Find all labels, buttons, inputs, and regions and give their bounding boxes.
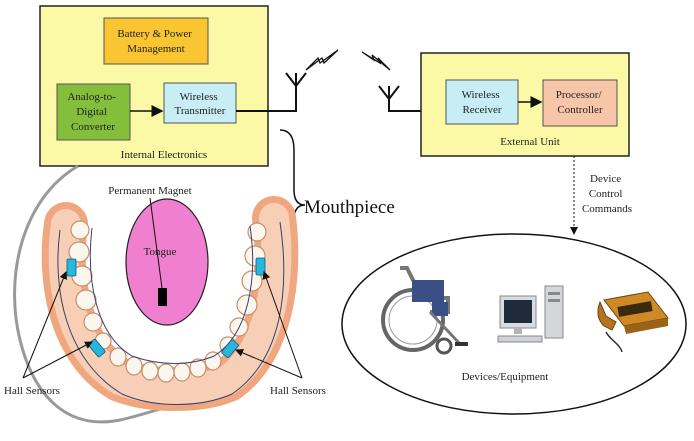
devices-equipment-label: Devices/Equipment: [462, 371, 549, 383]
dental-arch: [41, 196, 299, 411]
adc-box: [56, 83, 131, 141]
hall-right-pointer-lower: [235, 349, 303, 379]
processor-label-line2: Controller: [557, 104, 603, 116]
hall-sensor-markers: [66, 257, 266, 358]
hall-left-pointer-upper: [22, 271, 68, 379]
adc-label-line1: Analog-to-: [67, 91, 116, 103]
computer-icon: [497, 285, 564, 343]
svg-text:Wireless Receiver: Wireless Receiver: [462, 89, 503, 116]
wheelchair-icon: [381, 266, 468, 355]
phone-icon: [597, 291, 669, 353]
wireless-signal-bolt-left-icon: [305, 49, 339, 71]
hall-sensors-left-label: Hall Sensors: [4, 385, 60, 397]
transmitter-label-line2: Transmitter: [175, 105, 226, 117]
hall-right-pointer-upper: [262, 271, 303, 379]
commands-label-line1: Device: [590, 173, 621, 185]
receiver-label-line1: Wireless: [462, 89, 500, 101]
receiver-label-line2: Receiver: [462, 104, 501, 116]
magnet-pointer-line: [149, 197, 163, 289]
tongue-shape: [125, 198, 209, 326]
battery-power-box: [103, 17, 209, 65]
svg-text:Wireless Transmitter: Wireless Transmitter: [175, 91, 226, 117]
hall-sensors-right-label: Hall Sensors: [270, 385, 326, 397]
wireless-receiver-box: [445, 79, 519, 125]
processor-label-line1: Processor/: [556, 89, 603, 101]
adc-label-line3: Converter: [71, 121, 115, 133]
wireless-transmitter-box: [163, 82, 237, 124]
battery-label-line1: Battery & Power: [117, 28, 192, 40]
mouthpiece-outer-outline: [57, 221, 285, 405]
commands-label-line3: Commands: [582, 203, 632, 215]
permanent-magnet-block: [158, 288, 167, 306]
transmit-antenna-icon: [285, 72, 307, 87]
receive-antenna-icon: [378, 85, 400, 100]
mouthpiece-inner-outline: [89, 225, 254, 364]
sensor-cable: [13, 164, 201, 424]
svg-text:Battery & Power Management: Battery & Power Management: [117, 28, 194, 55]
transmitter-output-line: [236, 86, 297, 112]
internal-electronics-caption: Internal Electronics: [121, 149, 207, 161]
hall-left-pointer-lower: [22, 341, 93, 379]
processor-controller-box: [542, 79, 618, 127]
mouthpiece-label: Mouthpiece: [304, 197, 395, 218]
external-unit-caption: External Unit: [500, 136, 560, 148]
adc-label-line2: Digital: [76, 106, 107, 118]
transmitter-label-line1: Wireless: [180, 91, 218, 103]
svg-text:Analog-to- Digital Con: Analog-to- Digital Converter: [67, 91, 118, 133]
svg-text:Device Control Command: Device Control Commands: [582, 173, 632, 215]
wireless-signal-bolt-right-icon: [361, 51, 391, 71]
battery-label-line2: Management: [127, 43, 184, 55]
tongue-label: Tongue: [144, 246, 177, 258]
commands-label-line2: Control: [589, 188, 623, 200]
svg-text:Processor/ Controller: Processor/ Controller: [556, 89, 605, 116]
permanent-magnet-label: Permanent Magnet: [108, 185, 191, 197]
